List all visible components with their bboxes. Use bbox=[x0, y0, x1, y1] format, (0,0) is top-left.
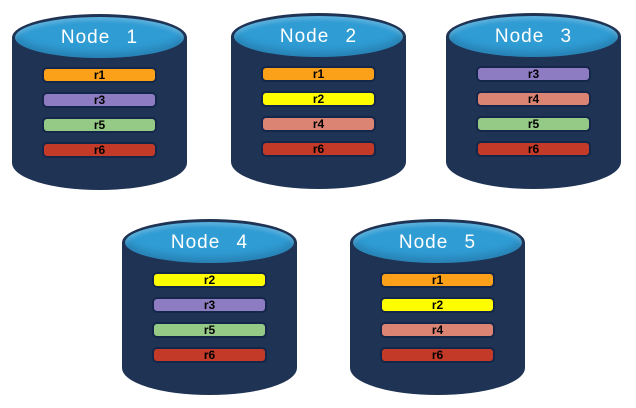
replica-bar-r3: r3 bbox=[476, 66, 591, 82]
replica-list: r2 r3 r5 r6 bbox=[122, 272, 297, 363]
node-4: Node 4 r2 r3 r5 r6 bbox=[122, 219, 297, 395]
node-1: Node 1 r1 r3 r5 r6 bbox=[12, 14, 187, 190]
replica-bar-r4: r4 bbox=[476, 91, 591, 107]
node-title: Node 5 bbox=[398, 231, 477, 253]
replica-bar-r4: r4 bbox=[380, 322, 495, 338]
cylinder-top-icon: Node 1 bbox=[12, 14, 187, 61]
cylinder-body bbox=[122, 242, 297, 395]
replica-bar-r2: r2 bbox=[152, 272, 267, 288]
cylinder-top-icon: Node 2 bbox=[231, 13, 406, 60]
replica-bar-r4: r4 bbox=[261, 116, 376, 132]
cylinder-body bbox=[350, 242, 525, 395]
replica-bar-r6: r6 bbox=[261, 141, 376, 157]
node-2: Node 2 r1 r2 r4 r6 bbox=[231, 13, 406, 189]
replica-bar-r6: r6 bbox=[476, 141, 591, 157]
cylinder-body bbox=[446, 36, 621, 189]
replica-bar-r3: r3 bbox=[42, 92, 157, 108]
replica-bar-r6: r6 bbox=[152, 347, 267, 363]
replica-bar-r1: r1 bbox=[261, 66, 376, 82]
node-3: Node 3 r3 r4 r5 r6 bbox=[446, 13, 621, 189]
replica-bar-r3: r3 bbox=[152, 297, 267, 313]
replica-list: r3 r4 r5 r6 bbox=[446, 66, 621, 157]
replica-bar-r6: r6 bbox=[42, 142, 157, 158]
node-title: Node 1 bbox=[60, 26, 139, 48]
replica-bar-r5: r5 bbox=[476, 116, 591, 132]
node-title: Node 3 bbox=[494, 25, 573, 47]
node-title: Node 2 bbox=[279, 25, 358, 47]
replica-bar-r2: r2 bbox=[380, 297, 495, 313]
replica-list: r1 r3 r5 r6 bbox=[12, 67, 187, 158]
replica-bar-r5: r5 bbox=[152, 322, 267, 338]
replica-bar-r1: r1 bbox=[42, 67, 157, 83]
cylinder-top-icon: Node 5 bbox=[350, 219, 525, 266]
cylinder-top-icon: Node 4 bbox=[122, 219, 297, 266]
node-title: Node 4 bbox=[170, 231, 249, 253]
cylinder-body bbox=[12, 37, 187, 190]
node-5: Node 5 r1 r2 r4 r6 bbox=[350, 219, 525, 395]
cylinder-top-icon: Node 3 bbox=[446, 13, 621, 60]
replica-list: r1 r2 r4 r6 bbox=[350, 272, 525, 363]
replica-bar-r1: r1 bbox=[380, 272, 495, 288]
replica-list: r1 r2 r4 r6 bbox=[231, 66, 406, 157]
replica-bar-r6: r6 bbox=[380, 347, 495, 363]
cylinder-body bbox=[231, 36, 406, 189]
replica-bar-r2: r2 bbox=[261, 91, 376, 107]
replica-bar-r5: r5 bbox=[42, 117, 157, 133]
